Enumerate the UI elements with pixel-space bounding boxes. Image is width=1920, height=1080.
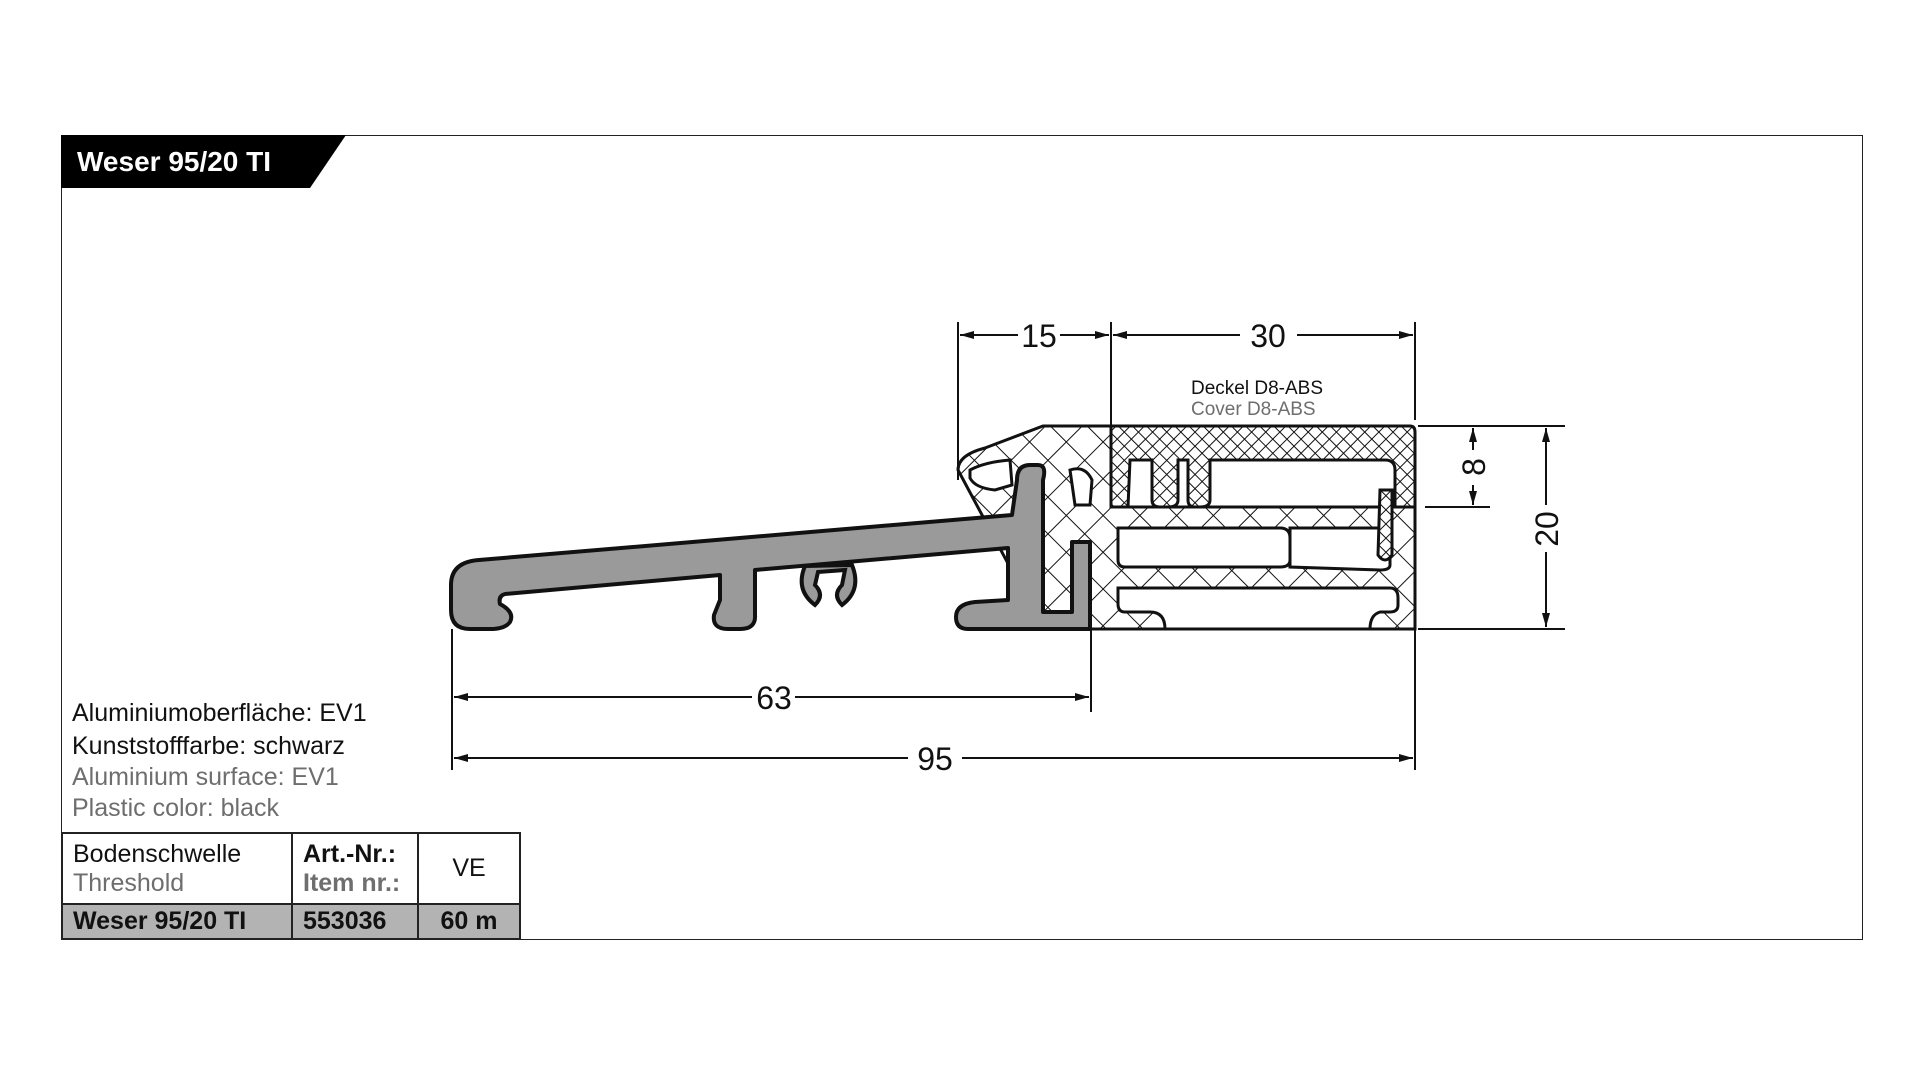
- cover-clip: [1376, 488, 1394, 562]
- dimension-15: 15: [1021, 318, 1057, 354]
- header-article: Art.-Nr.: Item nr.:: [291, 832, 419, 905]
- note-color-en: Plastic color: black: [72, 794, 280, 822]
- dimension-30: 30: [1250, 318, 1286, 354]
- cover-label-en: Cover D8-ABS: [1191, 399, 1316, 420]
- table-row: Weser 95/20 TI 553036 60 m: [61, 903, 521, 940]
- row-quantity: 60 m: [417, 903, 521, 940]
- drawing-title: Weser 95/20 TI: [77, 146, 272, 177]
- header-article-en: Item nr.:: [303, 868, 401, 897]
- note-color-de: Kunststofffarbe: schwarz: [72, 732, 345, 760]
- header-unit: VE: [417, 832, 521, 905]
- table-header-row: Bodenschwelle Threshold Art.-Nr.: Item n…: [61, 832, 521, 905]
- note-surface-en: Aluminium surface: EV1: [72, 763, 339, 791]
- note-surface-de: Aluminiumoberfläche: EV1: [72, 699, 367, 727]
- header-product: Bodenschwelle Threshold: [61, 832, 293, 905]
- spec-table: Bodenschwelle Threshold Art.-Nr.: Item n…: [61, 832, 521, 940]
- row-name: Weser 95/20 TI: [61, 903, 293, 940]
- header-product-de: Bodenschwelle: [73, 839, 242, 868]
- aluminium-profile: [449, 463, 1092, 631]
- dimension-20: 20: [1529, 511, 1565, 547]
- row-article: 553036: [291, 903, 419, 940]
- header-article-de: Art.-Nr.:: [303, 839, 397, 868]
- dimension-lines: [451, 322, 1565, 770]
- cover-profile: [1109, 424, 1417, 509]
- title-band-shape: [61, 135, 346, 188]
- dimension-95: 95: [917, 741, 953, 777]
- header-product-en: Threshold: [73, 868, 185, 897]
- aluminium-clip: [799, 562, 858, 608]
- dimension-8: 8: [1456, 458, 1492, 476]
- dimension-63: 63: [756, 680, 792, 716]
- drawing-frame: [61, 135, 1863, 940]
- cover-label-de: Deckel D8-ABS: [1191, 378, 1323, 399]
